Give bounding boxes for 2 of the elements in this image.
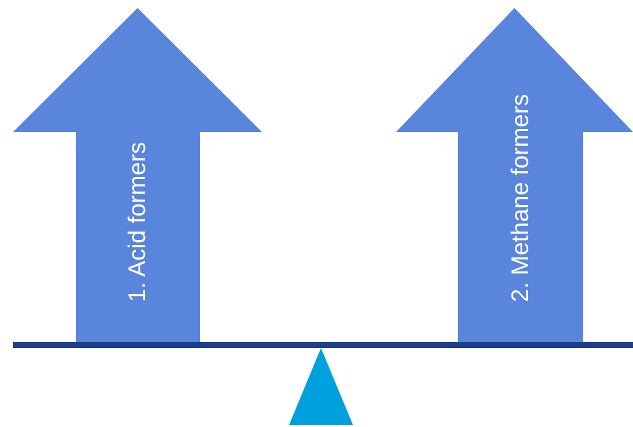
arrow-label: 2. Methane formers (508, 94, 532, 302)
arrow-label: 1. Acid formers (126, 142, 150, 302)
